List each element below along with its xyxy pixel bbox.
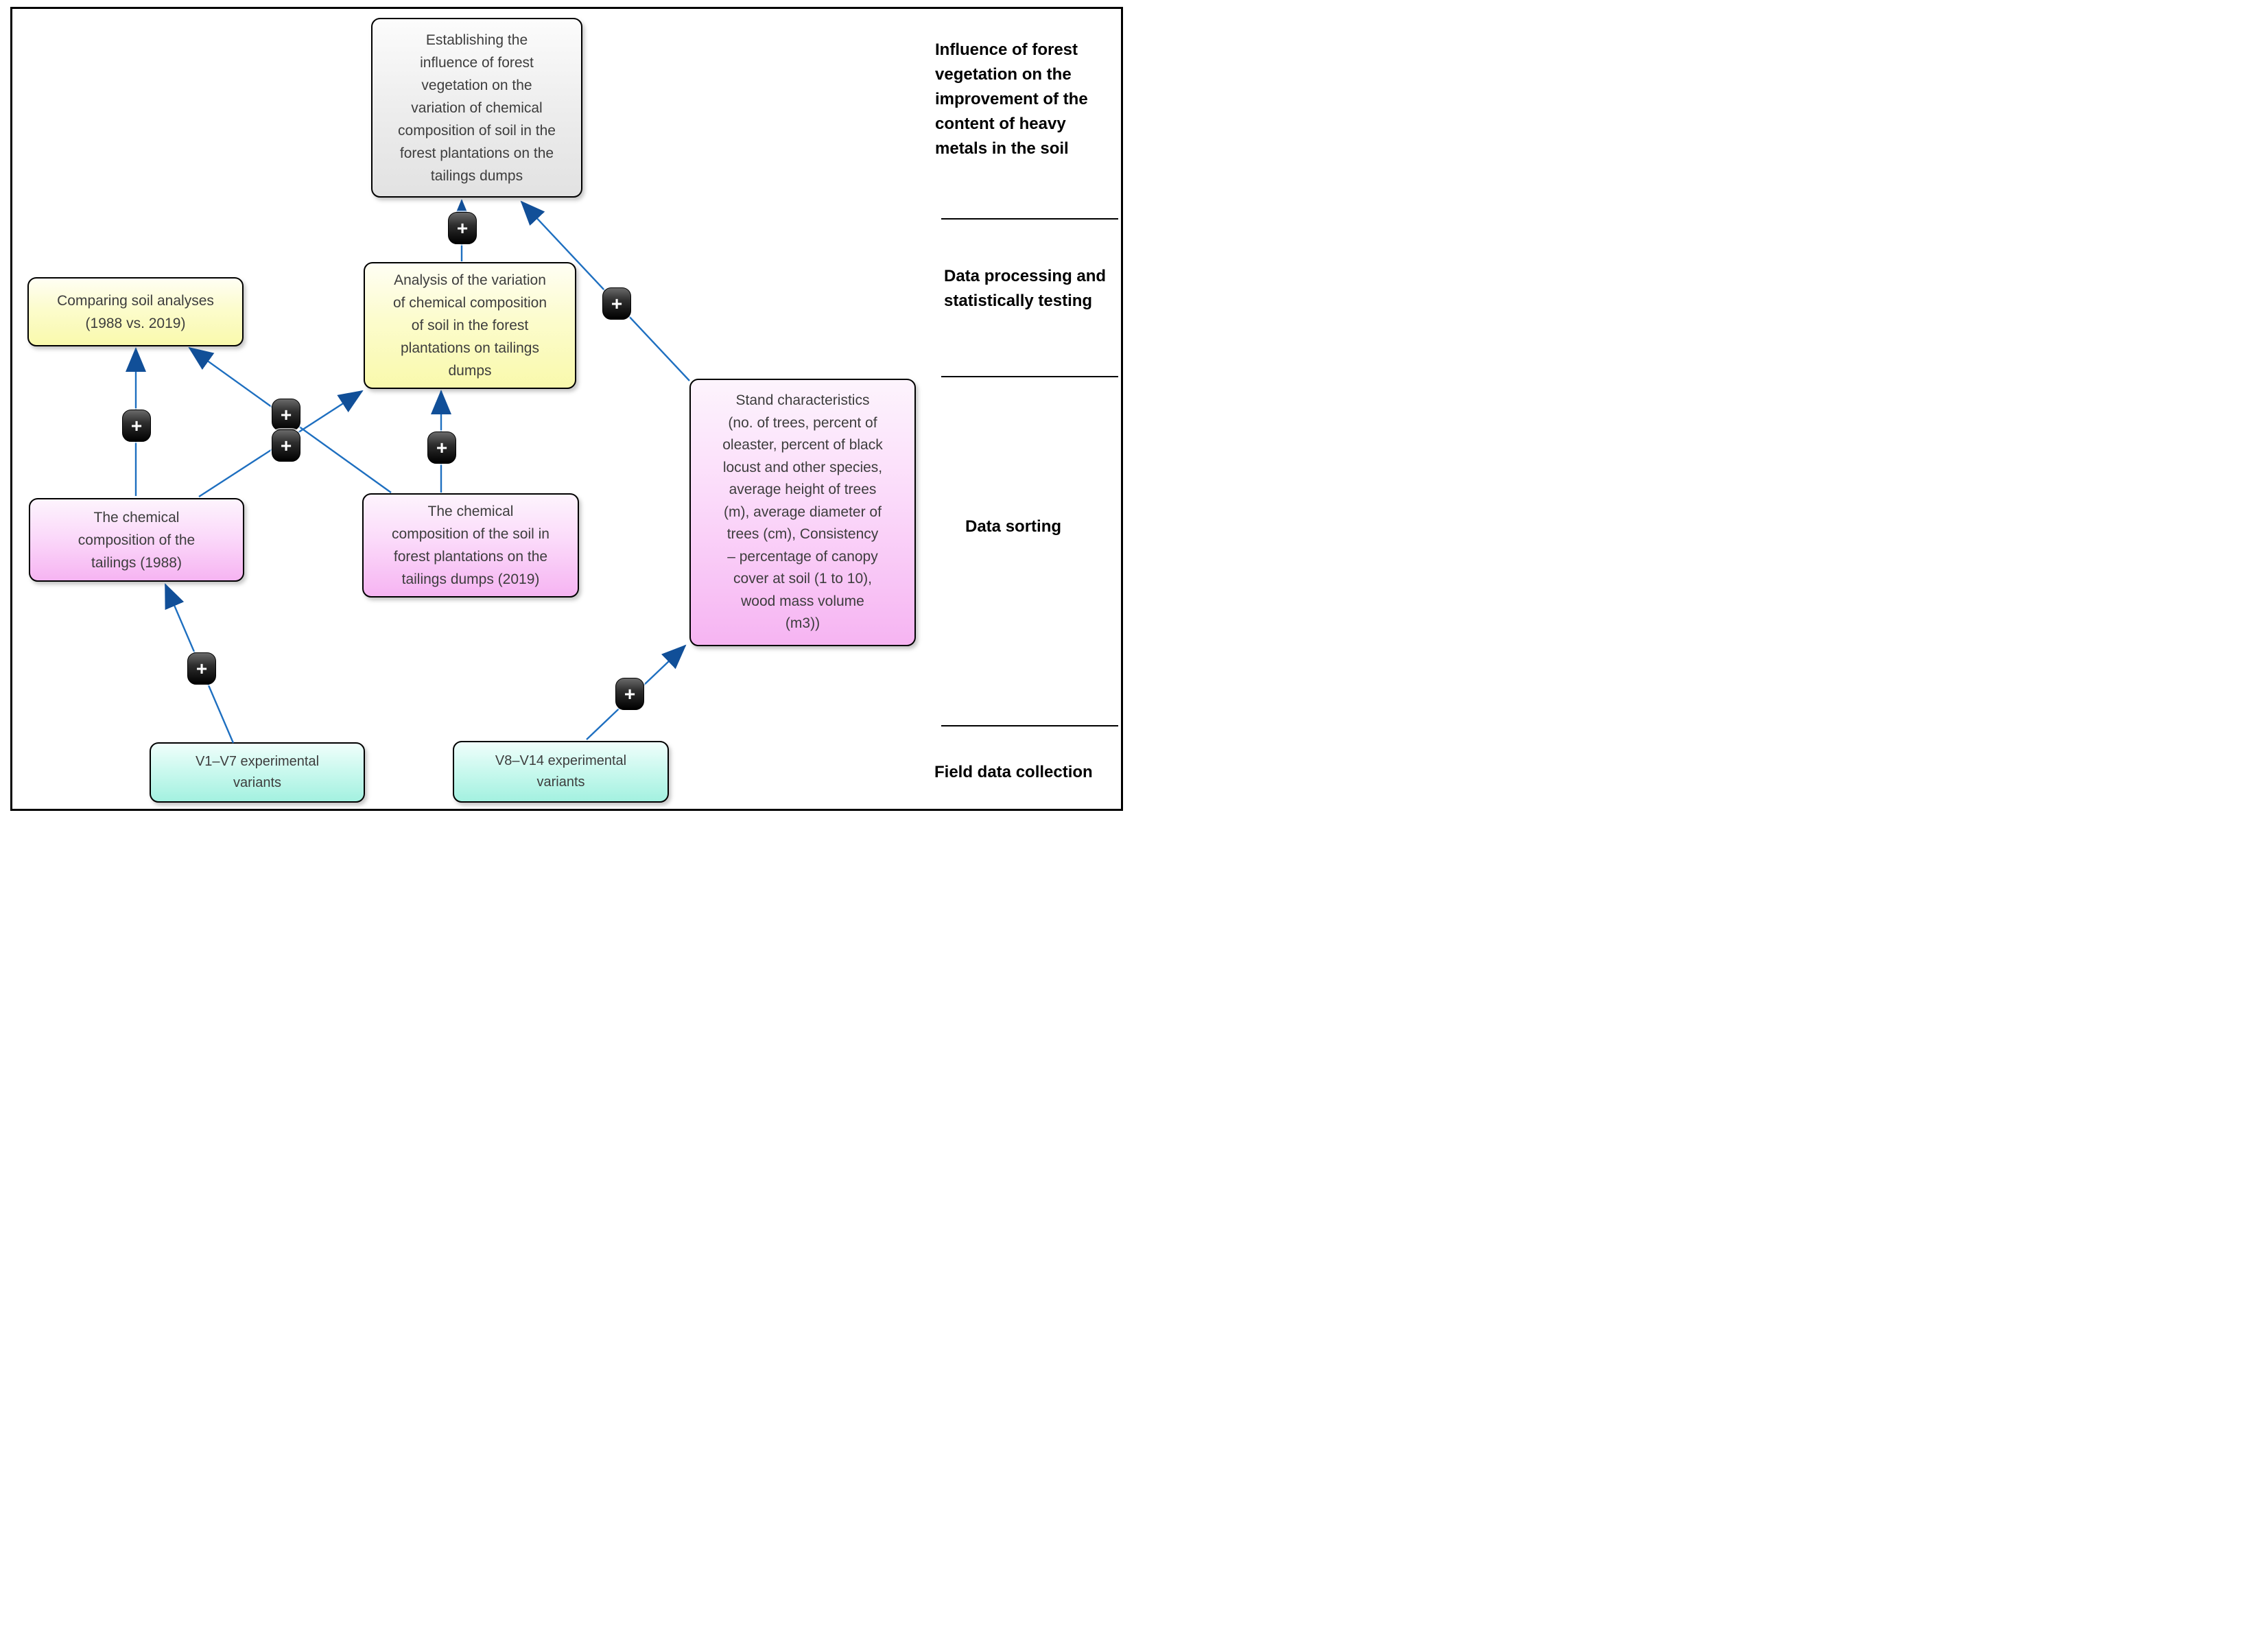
node-goal: Establishing the influence of forest veg… xyxy=(371,18,582,198)
stage-label-sorting: Data sorting xyxy=(965,517,1062,536)
node-analysis-text: Analysis of the variation of chemical co… xyxy=(392,272,547,379)
plus-icon: + xyxy=(280,434,292,456)
plus-icon: + xyxy=(611,292,623,314)
node-v1-v7: V1–V7 experimental variants xyxy=(150,742,365,803)
stage-label-processing: Data processing and statistically testin… xyxy=(944,267,1107,310)
plus-badge-tailings-comparing[interactable]: + xyxy=(122,410,151,442)
plus-icon: + xyxy=(130,414,143,436)
node-comparing-text: Comparing soil analyses (1988 vs. 2019) xyxy=(57,292,214,331)
plus-badge-tailings-analysis[interactable]: + xyxy=(272,429,300,462)
stage-divider-3 xyxy=(941,725,1118,726)
plus-badge-soil2019-analysis[interactable]: + xyxy=(427,432,456,464)
node-tailings-1988: The chemical composition of the tailings… xyxy=(29,498,244,582)
node-soil-2019-text: The chemical composition of the soil in … xyxy=(392,504,550,587)
node-tailings-1988-text: The chemical composition of the tailings… xyxy=(78,509,196,571)
node-stand-characteristics: Stand characteristics (no. of trees, per… xyxy=(689,379,916,646)
stage-label-influence: Influence of forest vegetation on the im… xyxy=(935,40,1088,158)
plus-badge-soil2019-comparing[interactable]: + xyxy=(272,399,300,431)
stage-label-field: Field data collection xyxy=(934,763,1093,781)
node-v8-v14: V8–V14 experimental variants xyxy=(453,741,669,803)
node-soil-2019: The chemical composition of the soil in … xyxy=(362,493,579,598)
node-comparing: Comparing soil analyses (1988 vs. 2019) xyxy=(27,277,244,346)
plus-badge-v8v14-stand[interactable]: + xyxy=(615,678,644,710)
node-analysis: Analysis of the variation of chemical co… xyxy=(364,262,576,389)
plus-icon: + xyxy=(280,403,292,425)
plus-badge-analysis-goal[interactable]: + xyxy=(448,212,477,244)
node-v1-v7-text: V1–V7 experimental variants xyxy=(195,754,320,790)
node-v8-v14-text: V8–V14 experimental variants xyxy=(495,753,627,790)
plus-badge-v1v7-tailings[interactable]: + xyxy=(187,652,216,685)
node-goal-text: Establishing the influence of forest veg… xyxy=(398,32,556,184)
plus-icon: + xyxy=(436,436,448,458)
plus-icon: + xyxy=(196,657,208,679)
plus-icon: + xyxy=(624,683,636,705)
plus-icon: + xyxy=(456,217,469,239)
figure-methodology-flowchart: Establishing the influence of forest veg… xyxy=(0,0,1134,822)
node-stand-characteristics-text: Stand characteristics (no. of trees, per… xyxy=(722,392,883,632)
stage-divider-1 xyxy=(941,218,1118,220)
plus-badge-stand-goal[interactable]: + xyxy=(602,287,631,320)
stage-divider-2 xyxy=(941,376,1118,377)
